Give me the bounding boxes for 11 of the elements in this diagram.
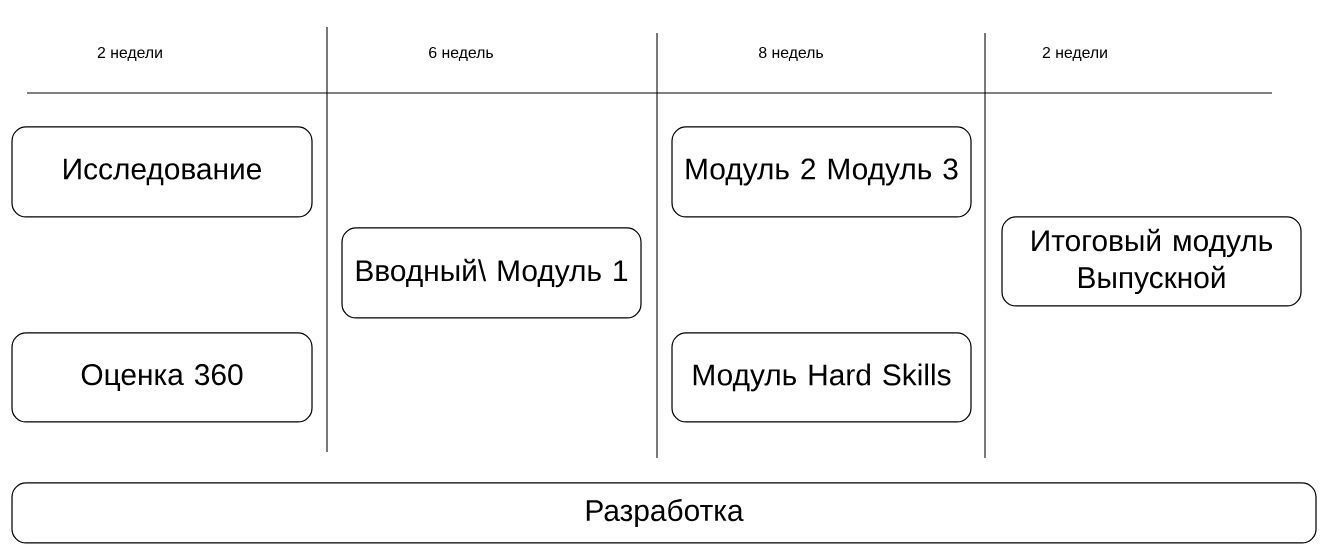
duration-label: 6 недель [429,46,493,62]
stage-box: Исследование [11,126,313,218]
stage-box: Разработка [11,482,1317,544]
stage-box: Модуль 2 Модуль 3 [671,126,972,218]
duration-label: 2 недели [97,46,162,62]
stage-box: Модуль Hard Skills [671,332,972,423]
duration-label: 2 недели [1042,46,1107,62]
duration-label: 8 недель [759,46,823,62]
stage-box: Вводный\ Модуль 1 [341,227,642,319]
stage-box: Итоговый модуль Выпускной [1001,216,1302,307]
stage-box: Оценка 360 [11,332,313,423]
